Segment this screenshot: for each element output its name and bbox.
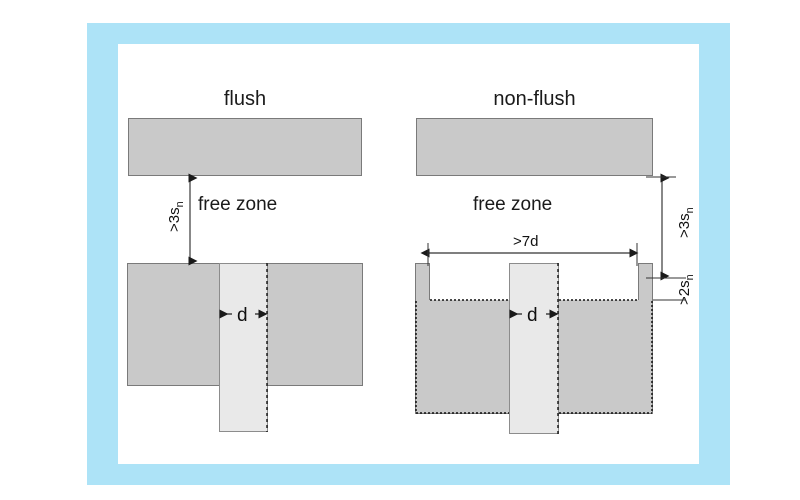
non-flush-opposing-face	[416, 118, 653, 176]
panel-title-non-flush: non-flush	[493, 88, 576, 110]
non-flush-diameter-label: d	[527, 305, 538, 326]
flush-clearance-subscript: n	[174, 201, 186, 208]
non-flush-clearance-label: >3sn	[676, 207, 696, 238]
non-flush-lateral-label: >7d	[513, 233, 539, 250]
non-flush-recess-value: >2s	[676, 280, 693, 305]
non-flush-clearance-subscript: n	[684, 207, 696, 214]
flush-opposing-face	[128, 118, 362, 176]
flush-mounting-block-right	[267, 263, 363, 386]
non-flush-free-zone-label: free zone	[473, 194, 553, 215]
flush-mounting-block-left	[127, 263, 220, 386]
non-flush-mounting-block-left-lower	[415, 300, 522, 414]
panel-title-flush: flush	[223, 88, 267, 110]
flush-clearance-label: >3sn	[166, 201, 186, 232]
flush-clearance-value: >3s	[166, 207, 183, 232]
flush-free-zone-label: free zone	[198, 194, 278, 215]
flush-sensor-body	[219, 263, 268, 432]
non-flush-recess-subscript: n	[684, 274, 696, 281]
non-flush-sensor-body	[509, 263, 559, 434]
flush-diameter-label: d	[237, 305, 248, 326]
non-flush-clearance-value: >3s	[676, 213, 693, 238]
non-flush-recess-label: >2sn	[676, 274, 696, 305]
non-flush-mounting-block-right-lower	[546, 300, 653, 414]
